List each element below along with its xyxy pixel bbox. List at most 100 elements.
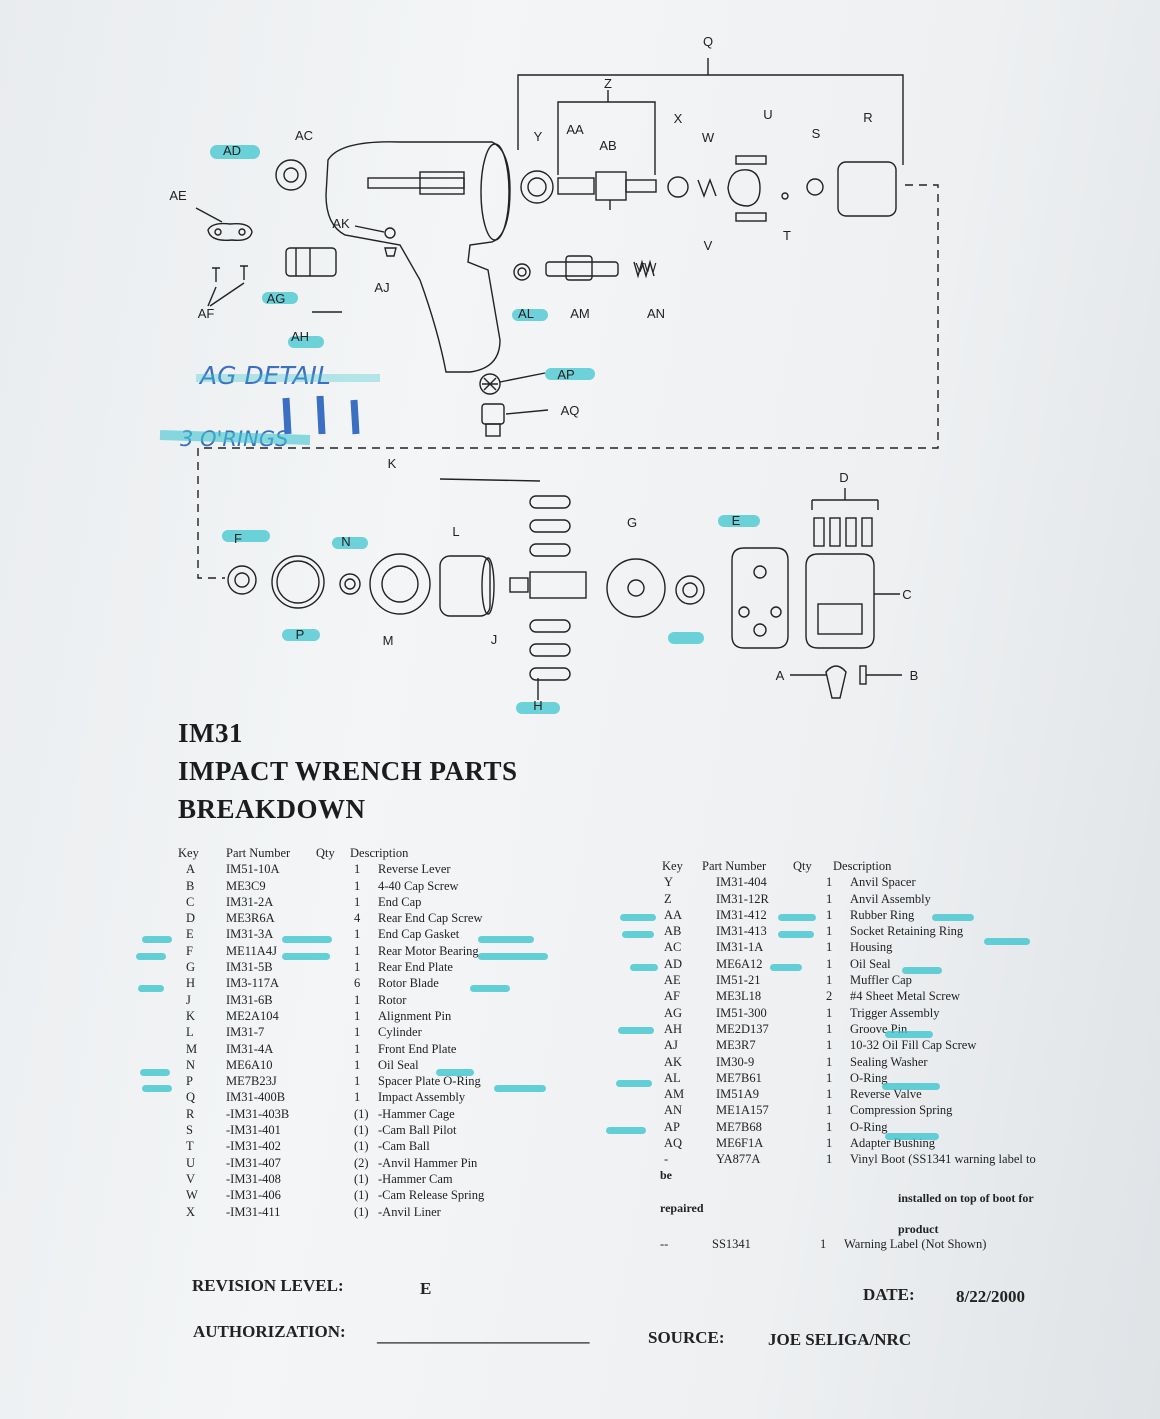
row-part: IM31-2A xyxy=(226,894,274,909)
highlighter-mark xyxy=(630,964,658,971)
header-desc: Description xyxy=(833,859,892,873)
row-part: -IM31-407 xyxy=(226,1155,281,1170)
highlighter-mark xyxy=(136,953,166,960)
table-row: -- SS1341 1 Warning Label (Not Shown) xyxy=(660,1236,1100,1252)
row-part: IM31-3A xyxy=(226,927,274,942)
highlighter-mark xyxy=(470,985,510,992)
highlighter-mark xyxy=(282,936,332,943)
row-qty: 1 xyxy=(354,1041,361,1056)
row-desc: -Hammer Cam xyxy=(378,1171,453,1186)
row-part: IM31-404 xyxy=(716,875,767,890)
part-label-ab: AB xyxy=(599,138,616,153)
row-part: -IM31-406 xyxy=(226,1188,281,1203)
part-label-t: T xyxy=(783,228,791,243)
row-key: Z xyxy=(664,891,672,906)
row-qty: (1) xyxy=(354,1123,369,1138)
row-desc: Oil Seal xyxy=(850,956,891,971)
row-desc: -Cam Release Spring xyxy=(378,1188,485,1203)
part-label-k: K xyxy=(388,456,397,471)
row-key: - xyxy=(664,1152,669,1167)
row-qty: 6 xyxy=(354,976,361,991)
row-desc: Trigger Assembly xyxy=(850,1005,940,1020)
row-desc: Alignment Pin xyxy=(378,1008,452,1023)
row-part: ME6A10 xyxy=(226,1057,273,1072)
row-part: ME7B68 xyxy=(716,1119,762,1134)
row-desc: Socket Retaining Ring xyxy=(850,924,964,939)
row-key: H xyxy=(186,976,196,991)
row-part: IM51-300 xyxy=(716,1005,767,1020)
row-part: IM51-10A xyxy=(226,862,280,877)
part-label-w: W xyxy=(702,130,715,145)
part-label-e: E xyxy=(732,513,741,528)
row-part: IM31-412 xyxy=(716,907,767,922)
row-part: -IM31-401 xyxy=(226,1123,281,1138)
row-key: D xyxy=(186,911,196,926)
row-part: IM30-9 xyxy=(716,1054,755,1069)
row-qty: 2 xyxy=(826,989,833,1004)
row-key: W xyxy=(186,1188,198,1203)
row-desc: End Cap xyxy=(378,894,422,909)
part-label-ac: AC xyxy=(295,128,313,143)
row-key: V xyxy=(186,1171,196,1186)
row-desc: End Cap Gasket xyxy=(378,927,460,942)
highlighter-mark xyxy=(478,953,548,960)
row-desc: Anvil Spacer xyxy=(850,875,916,890)
row-key: AF xyxy=(664,989,680,1004)
row-part: ME3R7 xyxy=(716,1038,756,1053)
row-qty: 1 xyxy=(826,1119,833,1134)
part-label-an: AN xyxy=(647,306,665,321)
row-key: -- xyxy=(660,1237,669,1251)
row-qty: 1 xyxy=(354,992,361,1007)
part-label-ae: AE xyxy=(169,188,187,203)
revision-label: REVISION LEVEL: xyxy=(192,1276,344,1295)
row-desc: Rear End Plate xyxy=(378,960,453,975)
row-desc: Oil Seal xyxy=(378,1057,419,1072)
rotor-blades xyxy=(529,495,571,681)
row-desc: Muffler Cap xyxy=(850,973,912,988)
row-qty: 1 xyxy=(826,1152,833,1167)
highlighter-mark xyxy=(620,914,656,921)
row-part: ME3L18 xyxy=(716,989,762,1004)
row-key: S xyxy=(186,1123,193,1138)
part-label-n: N xyxy=(341,534,350,549)
row-desc: -Anvil Hammer Pin xyxy=(378,1155,478,1170)
part-label-ad: AD xyxy=(223,143,241,158)
note-line-1: AG DETAIL xyxy=(198,361,331,390)
part-label-ap: AP xyxy=(557,367,574,382)
row-key: T xyxy=(186,1139,194,1154)
row-part: ME6A12 xyxy=(716,956,763,971)
row-key: AH xyxy=(664,1021,683,1036)
row-qty: 1 xyxy=(354,878,361,893)
row-qty: 1 xyxy=(354,1057,361,1072)
part-label-af: AF xyxy=(198,306,215,321)
row-qty: (2) xyxy=(354,1155,369,1170)
highlighter-mark xyxy=(622,931,654,938)
row-key: E xyxy=(186,927,194,942)
row-key: AJ xyxy=(664,1038,678,1053)
highlighter-mark xyxy=(142,936,172,943)
highlighter-mark xyxy=(885,1133,939,1140)
row-key: J xyxy=(186,992,191,1007)
highlighter-mark xyxy=(142,1085,172,1092)
row-key: G xyxy=(186,960,196,975)
row-qty: 1 xyxy=(826,907,833,922)
row-part: IM51A9 xyxy=(716,1087,760,1102)
row-key: AA xyxy=(664,907,683,922)
part-label-am: AM xyxy=(570,306,590,321)
header-part: Part Number xyxy=(226,846,291,860)
part-label-vw: VW xyxy=(636,260,658,275)
row-part: ME1A157 xyxy=(716,1103,769,1118)
row-qty: 1 xyxy=(826,891,833,906)
